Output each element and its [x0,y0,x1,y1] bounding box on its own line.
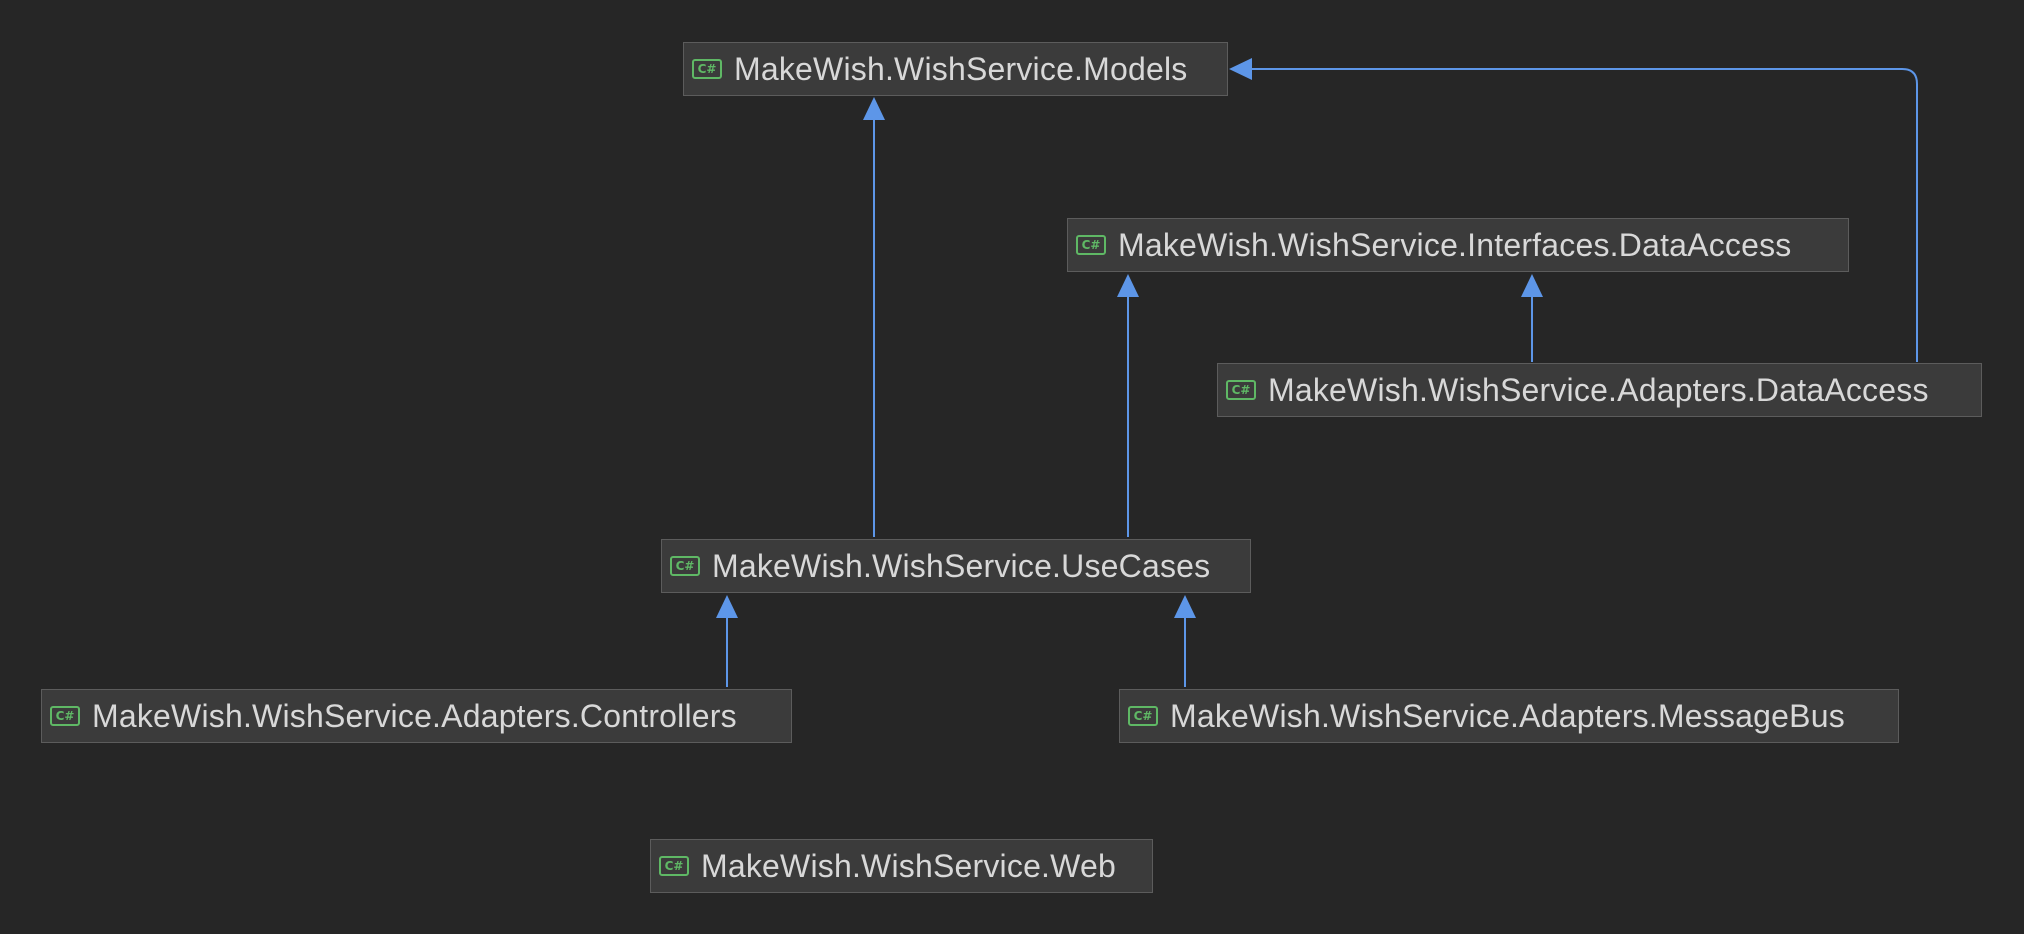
csharp-icon: C# [1128,706,1158,726]
arrowhead-usecases-left [716,595,738,618]
node-label: MakeWish.WishService.Adapters.DataAccess [1268,371,1929,408]
arrowhead-models-right [1229,58,1252,80]
csharp-icon: C# [670,556,700,576]
csharp-icon: C# [659,856,689,876]
node-adapters-messagebus[interactable]: C# MakeWish.WishService.Adapters.Message… [1119,689,1899,743]
node-label: MakeWish.WishService.Models [734,50,1188,87]
node-label: MakeWish.WishService.UseCases [712,547,1211,584]
node-models[interactable]: C# MakeWish.WishService.Models [683,42,1228,96]
node-interfaces-dataaccess[interactable]: C# MakeWish.WishService.Interfaces.DataA… [1067,218,1849,272]
csharp-icon: C# [1076,235,1106,255]
arrowhead-models-bottom [863,97,885,120]
edge-adapters-data-to-models [1246,68,1918,362]
node-label: MakeWish.WishService.Adapters.MessageBus [1170,697,1845,734]
node-adapters-controllers[interactable]: C# MakeWish.WishService.Adapters.Control… [41,689,792,743]
node-web[interactable]: C# MakeWish.WishService.Web [650,839,1153,893]
node-label: MakeWish.WishService.Adapters.Controller… [92,697,737,734]
csharp-icon: C# [50,706,80,726]
csharp-icon: C# [1226,380,1256,400]
arrowhead-interfaces-left [1117,274,1139,297]
arrowhead-usecases-right [1174,595,1196,618]
arrowhead-interfaces-right [1521,274,1543,297]
node-label: MakeWish.WishService.Interfaces.DataAcce… [1118,226,1792,263]
node-label: MakeWish.WishService.Web [701,847,1116,884]
csharp-icon: C# [692,59,722,79]
node-adapters-dataaccess[interactable]: C# MakeWish.WishService.Adapters.DataAcc… [1217,363,1982,417]
node-usecases[interactable]: C# MakeWish.WishService.UseCases [661,539,1251,593]
